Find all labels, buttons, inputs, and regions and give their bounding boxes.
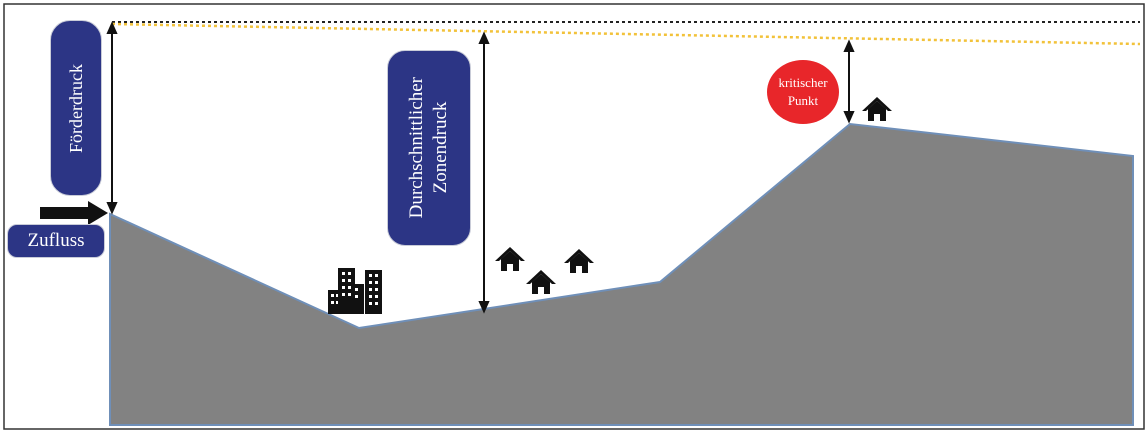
average-zone-pressure-line2: Zonendruck [430,102,451,194]
house-icon [564,249,594,273]
house-icon [526,270,556,294]
average-zone-pressure-line1: Durchschnittlicher [406,77,428,219]
arrow-right-icon [40,201,108,225]
critical-point-line2: Punkt [787,93,819,108]
inflow-text: Zufluss [27,230,85,251]
building-icon [328,268,382,314]
pressure-grade-line [111,22,1141,46]
inflow-label: Zufluss [7,224,105,258]
house-icon [495,247,525,271]
supply-pressure-label: Förderdruck [50,20,102,196]
average-zone-pressure-label: Durchschnittlicher Zonendruck [387,50,471,246]
critical-point-line1: kritischer [778,75,828,91]
average-zone-pressure-text: Durchschnittlicher Zonendruck [405,77,453,218]
critical-point-marker: kritischer Punkt [767,60,839,124]
supply-pressure-text: Förderdruck [65,63,86,153]
frame-border [3,3,1145,430]
house-icon [862,97,892,121]
terrain-profile [109,122,1134,426]
